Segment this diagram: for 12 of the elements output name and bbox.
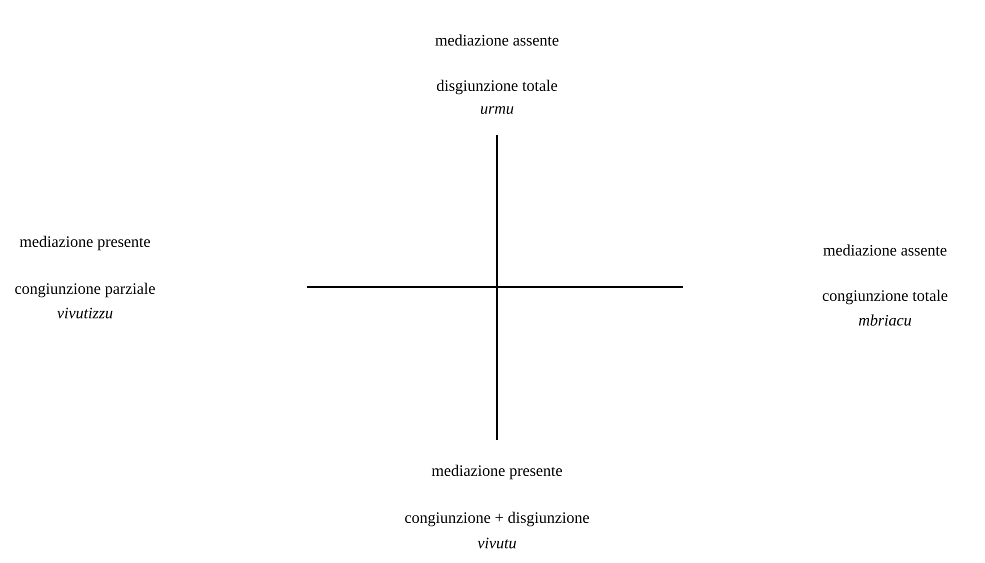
term-label: mbriacu [858, 314, 912, 326]
label-text: congiunzione + disgiunzione [405, 512, 589, 526]
label-text: disgiunzione totale [436, 80, 558, 94]
label-text: mediazione presente [20, 236, 150, 250]
term-label: vivutu [478, 538, 516, 548]
label-text: congiunzione totale [822, 290, 948, 304]
label-text: congiunzione parziale [15, 282, 155, 298]
label-text: mediazione presente [432, 464, 562, 480]
term-label: urmu [480, 106, 514, 114]
label-text: mediazione assente [435, 34, 558, 46]
label-text: mediazione assente [823, 244, 946, 256]
term-label: vivutizzu [57, 308, 112, 318]
